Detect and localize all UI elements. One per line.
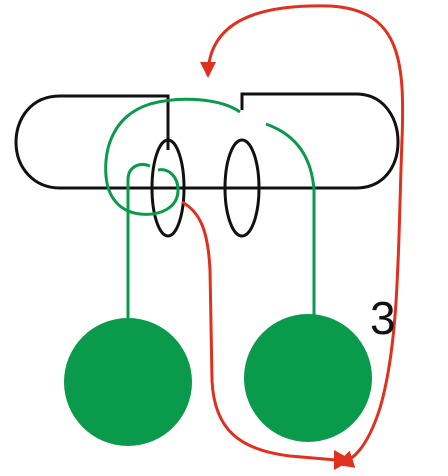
right-lobe-outline (188, 92, 400, 190)
step-number-label: 3 (370, 292, 396, 344)
top-loop-arrow-head (200, 62, 216, 78)
green-cord-loop (104, 97, 241, 216)
right-ring (223, 138, 261, 238)
red-cord-path (181, 200, 337, 462)
green-cord-left (126, 163, 151, 322)
right-ball (244, 314, 372, 442)
red-cord-arrowhead (334, 450, 352, 470)
left-ball (64, 318, 192, 446)
left-lobe-outline (14, 94, 170, 190)
green-cord-right (265, 122, 316, 318)
left-ring (150, 138, 186, 238)
top-loop-arrow (206, 4, 405, 468)
